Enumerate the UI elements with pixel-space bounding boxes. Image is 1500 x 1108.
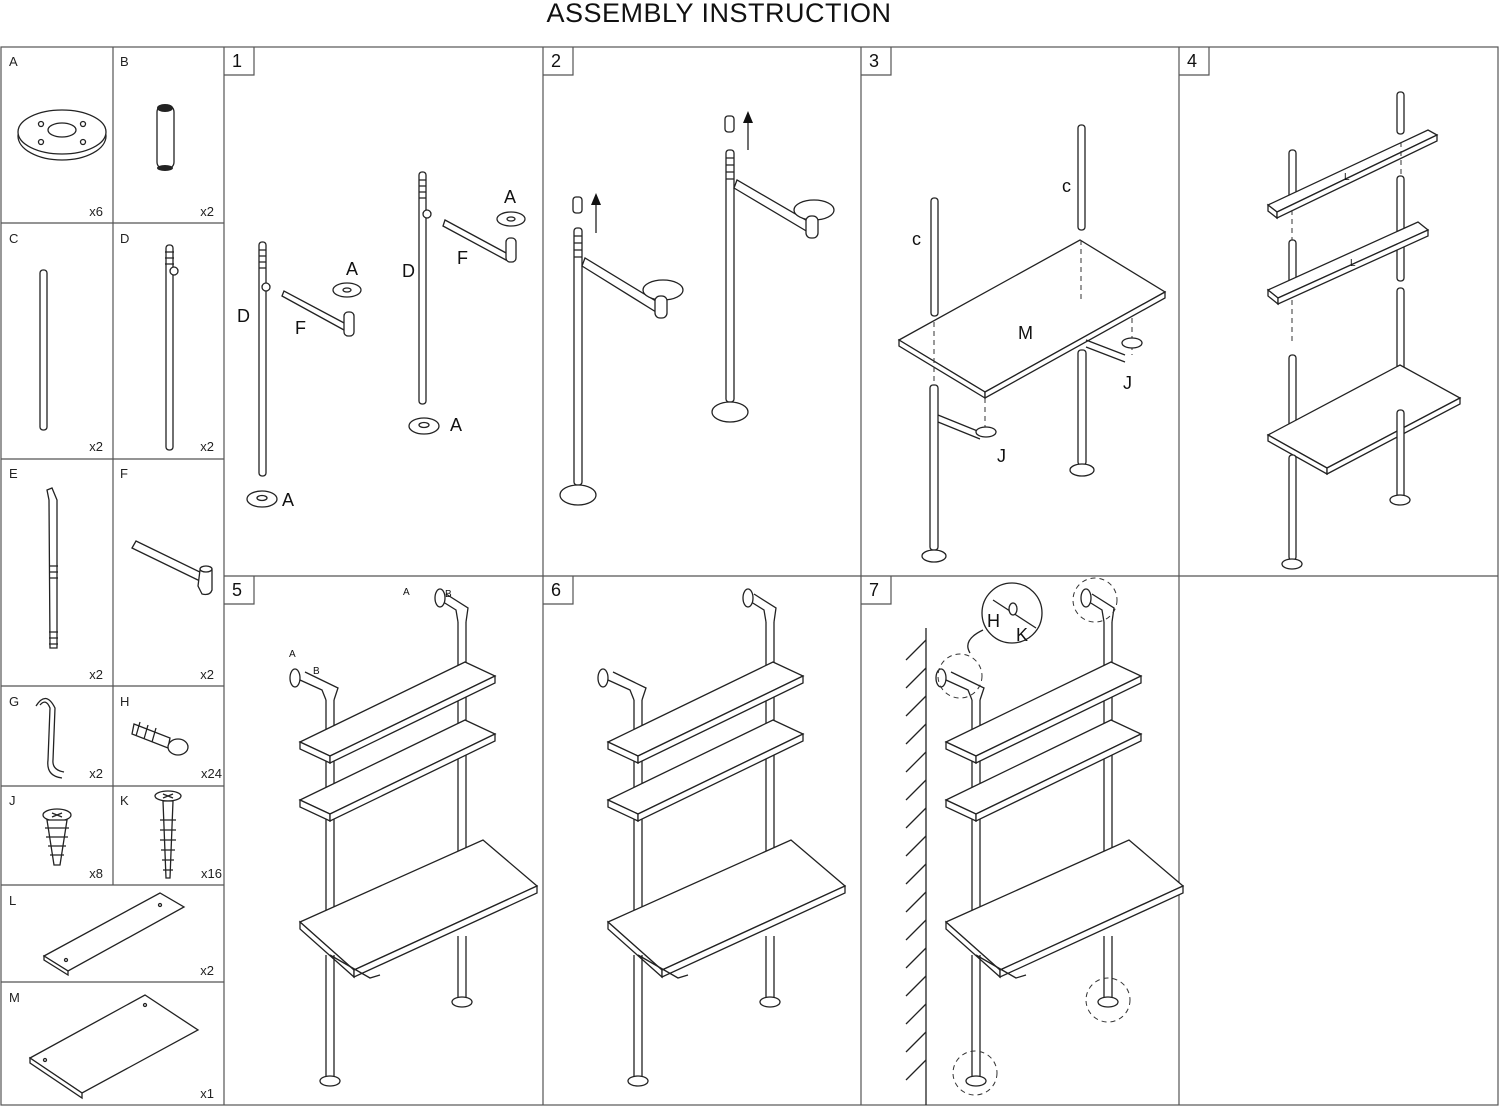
- part-label-g: G: [9, 694, 19, 709]
- callout-d: D: [402, 261, 415, 281]
- step-6-drawing: [597, 588, 846, 1087]
- hook-part-drawing: [35, 697, 65, 779]
- part-qty-m: x1: [200, 1086, 214, 1101]
- callout-l: L: [1350, 258, 1356, 269]
- callout-f: F: [457, 248, 468, 268]
- part-qty-a: x6: [89, 204, 103, 219]
- callout-l: L: [1344, 172, 1350, 183]
- tee-pipe-part-drawing: [165, 244, 179, 451]
- panel-grid: [0, 46, 1499, 1106]
- part-label-e: E: [9, 466, 18, 481]
- callout-a: A: [450, 415, 462, 435]
- part-qty-d: x2: [200, 439, 214, 454]
- step-number-5: 5: [232, 580, 242, 600]
- part-label-m: M: [9, 990, 20, 1005]
- step-4-drawing: L L: [1266, 91, 1462, 570]
- callout-a: A: [289, 649, 296, 660]
- step-number-3: 3: [869, 51, 879, 71]
- step-7-drawing: H K: [905, 577, 1184, 1105]
- part-label-k: K: [120, 793, 129, 808]
- part-qty-h: x24: [201, 766, 222, 781]
- callout-b: B: [313, 666, 320, 677]
- wall-anchor-part-drawing: [131, 721, 189, 756]
- part-label-j: J: [9, 793, 16, 808]
- part-qty-g: x2: [89, 766, 103, 781]
- flange-part-drawing: [17, 109, 107, 161]
- callout-b: B: [445, 589, 452, 600]
- callout-a: A: [346, 259, 358, 279]
- callout-d: D: [237, 306, 250, 326]
- part-qty-k: x16: [201, 866, 222, 881]
- step-number-2: 2: [551, 51, 561, 71]
- part-label-d: D: [120, 231, 129, 246]
- part-qty-b: x2: [200, 204, 214, 219]
- step-number-4: 4: [1187, 51, 1197, 71]
- long-screw-part-drawing: [154, 790, 182, 879]
- page-title: ASSEMBLY INSTRUCTION: [546, 0, 891, 28]
- step-number-1: 1: [232, 51, 242, 71]
- desk-board-part-drawing: [28, 994, 200, 1100]
- callout-a: A: [504, 187, 516, 207]
- part-label-a: A: [9, 54, 18, 69]
- step-number-7: 7: [869, 580, 879, 600]
- part-qty-f: x2: [200, 667, 214, 682]
- part-qty-e: x2: [89, 667, 103, 682]
- nipple-part-drawing: [156, 104, 175, 171]
- callout-a: A: [403, 587, 410, 598]
- part-label-b: B: [120, 54, 129, 69]
- step-5-drawing: A B A B: [289, 587, 538, 1087]
- straight-pipe-part-drawing: [39, 269, 48, 431]
- callout-c: c: [1062, 176, 1071, 196]
- arm-pipe-part-drawing: [131, 540, 213, 596]
- callout-c: c: [912, 229, 921, 249]
- short-screw-part-drawing: [42, 808, 72, 866]
- part-qty-c: x2: [89, 439, 103, 454]
- callout-j: J: [997, 446, 1006, 466]
- step-1-drawing: D F A A D F A A: [237, 171, 526, 510]
- shelf-board-part-drawing: [42, 892, 186, 977]
- callout-f: F: [295, 318, 306, 338]
- callout-j: J: [1123, 373, 1132, 393]
- callout-a: A: [282, 490, 294, 510]
- part-label-l: L: [9, 893, 16, 908]
- step-number-6: 6: [551, 580, 561, 600]
- callout-k: K: [1016, 625, 1028, 645]
- callout-h: H: [987, 611, 1000, 631]
- part-label-h: H: [120, 694, 129, 709]
- step-2-drawing: [559, 111, 835, 506]
- callout-m: M: [1018, 323, 1033, 343]
- part-qty-j: x8: [89, 866, 103, 881]
- part-qty-l: x2: [200, 963, 214, 978]
- part-label-c: C: [9, 231, 18, 246]
- parts-list: A x6 B x2 C x2 D x2 E x2 F x2 G x2 H x24…: [9, 54, 222, 1101]
- elbow-pipe-part-drawing: [46, 487, 58, 649]
- step-3-drawing: c c M J J: [897, 124, 1167, 563]
- step-numbers: 1 2 3 4 5 6 7: [232, 51, 1197, 600]
- part-label-f: F: [120, 466, 128, 481]
